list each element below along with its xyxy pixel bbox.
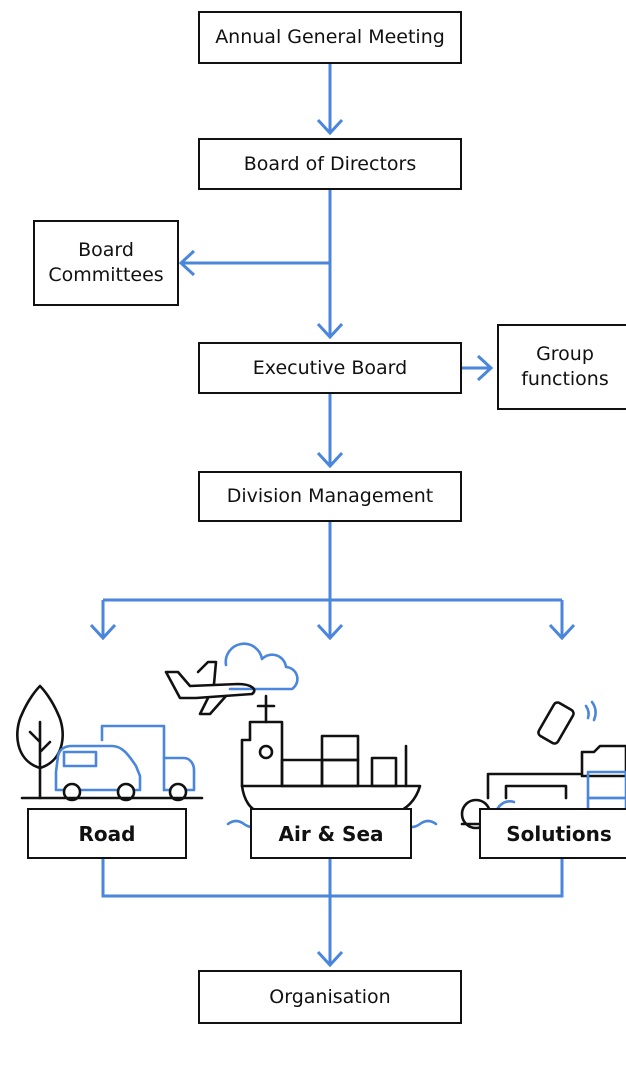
node-air-and-sea: Air & Sea	[250, 808, 412, 859]
airplane-icon	[164, 660, 256, 716]
node-executive-board: Executive Board	[198, 342, 462, 394]
arrow-group-head	[476, 354, 494, 382]
node-road: Road	[27, 808, 187, 859]
arrow-executive-head	[316, 322, 344, 340]
node-board-of-directors: Board of Directors	[198, 138, 462, 190]
cargo-ship-icon	[240, 694, 422, 814]
truck-icon	[100, 724, 196, 792]
arrow-organisation-head	[316, 950, 344, 968]
arrow-board-head	[316, 118, 344, 136]
node-organisation: Organisation	[198, 970, 462, 1024]
folder-icon	[580, 744, 626, 778]
arrow-road-head	[89, 623, 117, 641]
arrow-airsea-head	[316, 623, 344, 641]
node-group-functions: Group functions	[497, 324, 626, 410]
connector-merge	[101, 846, 564, 898]
node-division-management: Division Management	[198, 471, 462, 522]
illustrations	[16, 642, 626, 830]
arrow-solutions-head	[548, 623, 576, 641]
tree-icon	[16, 684, 64, 800]
van-icon	[54, 744, 142, 792]
arrow-division-head	[316, 451, 344, 469]
arrow-committees-head	[178, 249, 196, 277]
node-solutions: Solutions	[479, 808, 626, 859]
cloud-icon	[224, 642, 299, 691]
node-board-committees: Board Committees	[33, 220, 179, 306]
smartphone-icon	[537, 700, 597, 745]
wheels	[20, 782, 204, 802]
node-annual-general-meeting: Annual General Meeting	[198, 11, 462, 64]
